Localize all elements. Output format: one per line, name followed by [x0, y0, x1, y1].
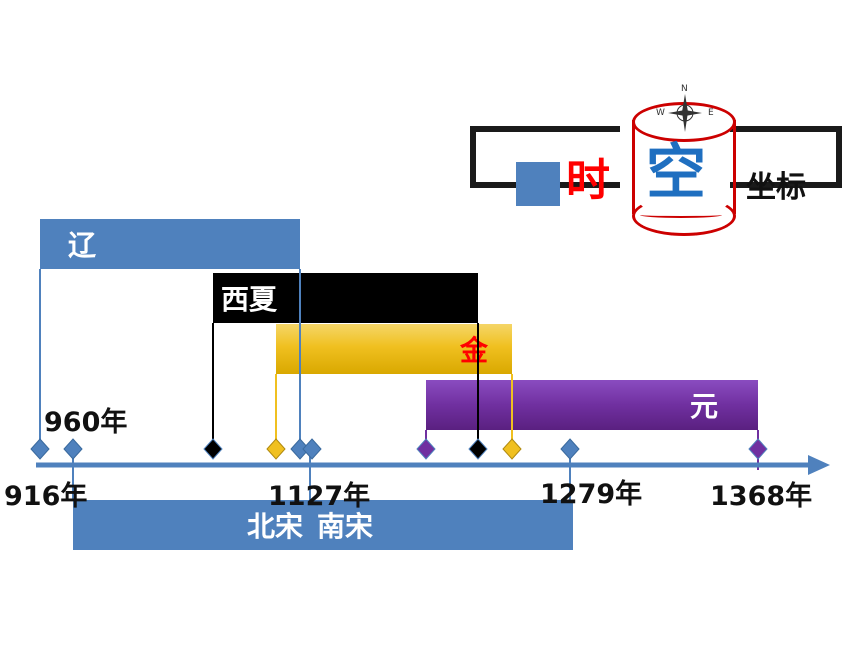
label-yuan: 元: [690, 390, 719, 423]
compass-rose-icon: N W E: [656, 84, 714, 138]
compass-e: E: [708, 108, 714, 118]
marker-yuan-start: [416, 438, 436, 460]
title-bracket-right: [730, 126, 842, 188]
bar-song: 北宋 南宋: [73, 500, 573, 550]
compass-w: W: [656, 108, 665, 118]
label-jin: 金: [460, 334, 489, 367]
title-shi: 时: [566, 155, 610, 206]
compass-n: N: [681, 84, 688, 94]
label-liao: 辽: [68, 229, 97, 262]
bar-jin: 金: [276, 324, 512, 374]
marker-1368: [748, 438, 768, 460]
marker-xixia-start: [203, 438, 223, 460]
title-blue-square: [516, 162, 560, 206]
bar-yuan: 元: [426, 380, 758, 430]
bar-xixia: 西夏: [213, 273, 478, 323]
marker-960: [63, 438, 83, 460]
marker-1279: [560, 438, 580, 460]
year-916: 916年: [4, 481, 88, 512]
title-kong: 空: [646, 138, 706, 208]
title-zuobiao: 坐标: [746, 170, 806, 205]
label-beisong: 北宋: [247, 510, 304, 543]
marker-1127: [302, 438, 322, 460]
year-1368: 1368年: [710, 481, 813, 512]
marker-xixia-end: [468, 438, 488, 460]
bar-liao: 辽: [40, 219, 300, 269]
marker-jin-start: [266, 438, 286, 460]
year-1279: 1279年: [540, 479, 643, 510]
marker-jin-end: [502, 438, 522, 460]
label-xixia: 西夏: [221, 283, 278, 316]
year-1127: 1127年: [268, 481, 371, 512]
marker-916: [30, 438, 50, 460]
axis-arrow: [808, 455, 830, 475]
year-960: 960年: [44, 407, 128, 438]
label-nansong: 南宋: [317, 510, 374, 543]
